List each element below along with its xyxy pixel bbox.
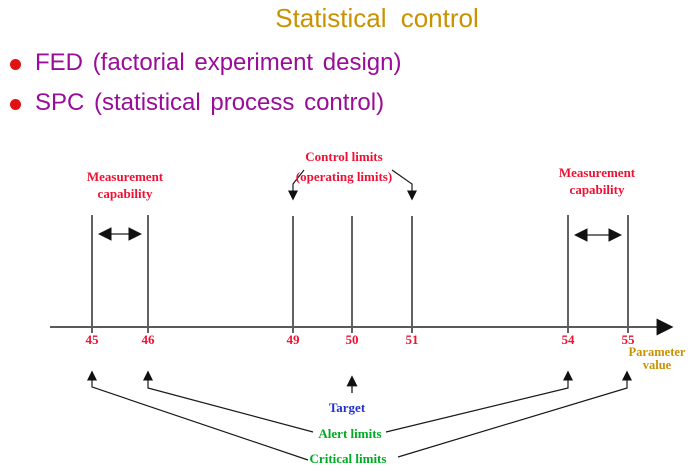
bullet-label: SPC (statistical process control) — [35, 89, 385, 116]
measurement-capability-label-left: Measurement capability — [55, 168, 195, 202]
axis-title-parameter-value: Parameter value — [612, 346, 700, 372]
tick-label-51: 51 — [405, 332, 419, 347]
bullet-item-spc: SPC (statistical process control) — [10, 90, 384, 116]
label-line: Measurement — [558, 165, 636, 180]
control-limits-label: Control limits (operating limits) — [274, 147, 414, 187]
label-line: Parameter — [628, 345, 686, 359]
page-title: Statistical control — [275, 3, 479, 33]
critical-arrow-right — [397, 370, 633, 458]
tick-label-55: 55 — [621, 332, 635, 347]
bullet-dot-icon — [10, 99, 21, 110]
alert-arrow-right — [385, 370, 574, 433]
control-arrow-right — [391, 169, 418, 201]
label-line: capability — [569, 182, 625, 197]
control-arrow-left — [287, 169, 305, 201]
alert-limits-label: Alert limits — [318, 426, 382, 441]
tick-label-49: 49 — [286, 332, 300, 347]
critical-limits-label: Critical limits — [309, 451, 387, 466]
bullet-label: FED (factorial experiment design) — [35, 49, 402, 76]
tick-label-54: 54 — [561, 332, 575, 347]
label-line: Measurement — [86, 169, 164, 184]
bullet-dot-icon — [10, 59, 21, 70]
alert-arrow-left — [142, 370, 314, 433]
critical-arrow-left — [86, 370, 309, 461]
label-line: Control limits — [305, 149, 383, 164]
tick-label-45: 45 — [85, 332, 99, 347]
tick-label-50: 50 — [345, 332, 359, 347]
measurement-capability-label-right: Measurement capability — [527, 164, 667, 198]
tick-label-46: 46 — [141, 332, 155, 347]
label-line: value — [642, 358, 672, 372]
label-line: capability — [97, 186, 153, 201]
bullet-item-fed: FED (factorial experiment design) — [10, 50, 401, 76]
target-label: Target — [328, 400, 366, 415]
label-line: (operating limits) — [295, 169, 393, 184]
